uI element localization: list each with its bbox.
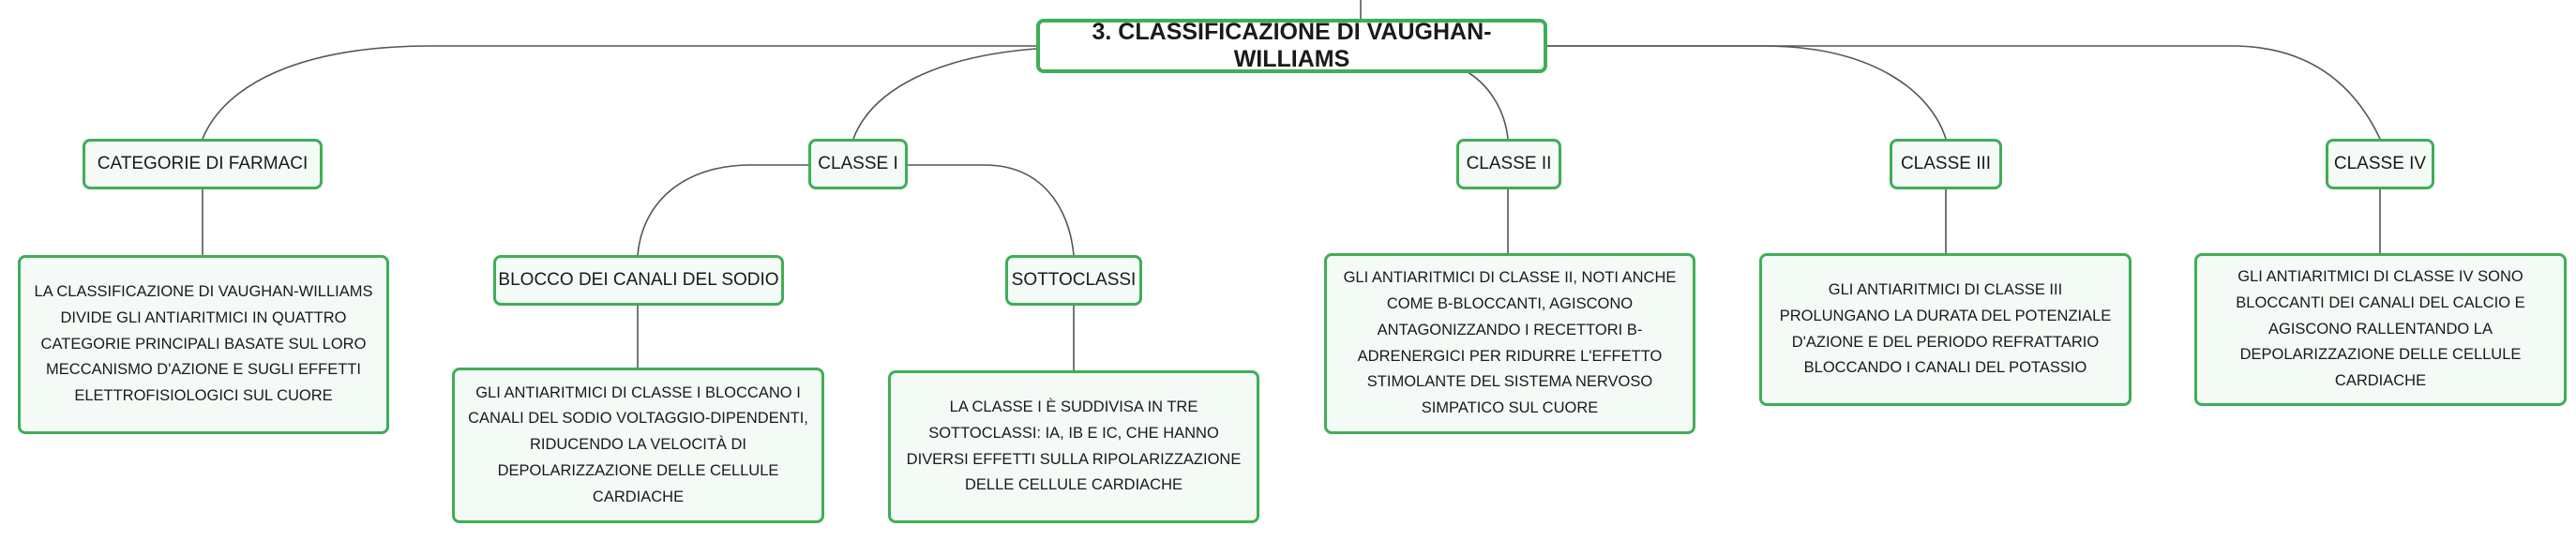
classe2-node[interactable]: CLASSE II: [1456, 139, 1561, 189]
classe1-node[interactable]: CLASSE I: [808, 139, 908, 189]
link-classe1-blocco: [637, 164, 808, 256]
classe3-node[interactable]: CLASSE III: [1890, 139, 2002, 189]
categorie-text-node[interactable]: LA CLASSIFICAZIONE DI VAUGHAN-WILLIAMS D…: [18, 255, 389, 434]
classe4-text-node[interactable]: GLI ANTIARITMICI DI CLASSE IV SONO BLOCC…: [2194, 253, 2567, 406]
sottoclassi-node[interactable]: SOTTOCLASSI: [1005, 255, 1142, 306]
categorie-node[interactable]: CATEGORIE DI FARMACI: [83, 139, 323, 189]
blocco-node[interactable]: BLOCCO DEI CANALI DEL SODIO: [493, 255, 784, 306]
classe3-text-node[interactable]: GLI ANTIARITMICI DI CLASSE III PROLUNGAN…: [1759, 253, 2132, 406]
link-root-classe3: [1545, 45, 1947, 140]
link-root-classe1: [852, 48, 1037, 140]
link-root-classe2: [1462, 68, 1509, 140]
classe2-text-node[interactable]: GLI ANTIARITMICI DI CLASSE II, NOTI ANCH…: [1324, 253, 1695, 434]
link-root-classe4: [1545, 45, 2381, 140]
sottoclassi-text-node[interactable]: LA CLASSE I È SUDDIVISA IN TRE SOTTOCLAS…: [888, 370, 1259, 523]
classe4-node[interactable]: CLASSE IV: [2326, 139, 2434, 189]
link-classe1-sottoclassi: [908, 164, 1075, 256]
root-node[interactable]: 3. CLASSIFICAZIONE DI VAUGHAN-WILLIAMS: [1036, 19, 1547, 73]
link-root-categorie: [202, 45, 1036, 140]
blocco-text-node[interactable]: GLI ANTIARITMICI DI CLASSE I BLOCCANO I …: [452, 368, 824, 523]
